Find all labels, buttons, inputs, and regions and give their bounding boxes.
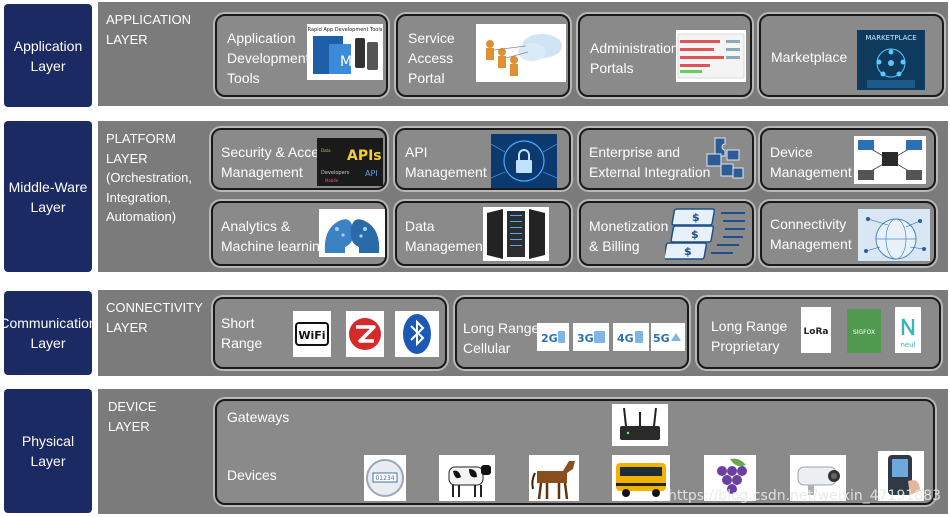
platform-layer-band: PLATFORM LAYER (Orchestration, Integrati…: [98, 121, 948, 272]
marketplace-caption: MARKETPLACE: [865, 34, 916, 42]
globe-network-image: [858, 209, 930, 261]
application-development-tools-box: Application Development Tools Rapid App …: [215, 14, 388, 97]
3g-icon: 3G: [573, 323, 609, 351]
router-image: [612, 404, 668, 446]
service-access-portal-box: Service Access Portal: [396, 14, 570, 97]
bluetooth-icon: [395, 311, 439, 357]
svg-text:LoRa: LoRa: [804, 327, 829, 337]
platform-layer-title: PLATFORM LAYER (Orchestration, Integrati…: [106, 131, 192, 224]
short-range-box: Short Range WiFi: [213, 297, 447, 369]
watermark-text: https://blog.csdn.net/weixin_47191883: [668, 488, 942, 504]
wifi-icon: WiFi: [293, 311, 331, 357]
svg-text:Developers: Developers: [321, 170, 350, 176]
5g-icon: 5G: [651, 323, 685, 351]
marketplace-image: MARKETPLACE: [857, 30, 925, 90]
administration-portals-box: Administration Portals: [578, 14, 752, 97]
api-management-box: API Management: [395, 128, 571, 190]
svg-text:$: $: [691, 228, 699, 241]
svg-text:API: API: [365, 169, 378, 178]
puzzle-image: [701, 134, 747, 186]
svg-text:5G: 5G: [653, 332, 670, 345]
meter-image: 01234: [364, 455, 406, 501]
connectivity-layer-title: CONNECTIVITY LAYER: [106, 300, 203, 335]
communication-layer-label: Communication Layer: [0, 291, 97, 375]
devices-gateways-box: Gateways Devices 01234: [215, 399, 935, 505]
device-layer-title: DEVICE LAYER: [108, 399, 157, 434]
apis-wordcloud-image: APIs Data Developers API Mobile: [317, 138, 383, 186]
lora-icon: LoRa: [801, 307, 831, 353]
devices-label: Devices: [227, 467, 277, 483]
2g-icon: 2G: [537, 323, 569, 351]
svg-text:SIGFOX: SIGFOX: [853, 329, 875, 336]
sigfox-icon: SIGFOX: [847, 309, 881, 353]
analytics-machine-learning-box: Analytics & Machine learning: [211, 201, 387, 266]
svg-text:4G: 4G: [617, 332, 634, 345]
application-layer-band: APPLICATION LAYER Application Developmen…: [98, 2, 948, 106]
svg-text:neul: neul: [900, 341, 915, 349]
long-range-proprietary-box: Long Range Proprietary LoRa SIGFOX neul: [697, 297, 941, 369]
monetization-billing-box: Monetization & Billing $$$: [579, 201, 754, 266]
neul-icon: neul: [895, 307, 921, 353]
horse-image: [529, 455, 579, 501]
lock-network-image: [491, 134, 557, 188]
svg-text:$: $: [684, 245, 692, 258]
middle-ware-layer-label: Middle-Ware Layer: [4, 121, 92, 272]
connectivity-layer-band: CONNECTIVITY LAYER Short Range WiFi Long…: [98, 290, 948, 376]
physical-layer-label: Physical Layer: [4, 389, 92, 513]
long-range-cellular-box: Long Range Cellular 2G 3G 4G 5G: [455, 297, 689, 369]
app-dev-tools-image: Rapid App Development Tools M: [307, 24, 383, 80]
svg-text:01234: 01234: [375, 475, 394, 482]
handheld-device-image: [878, 451, 924, 501]
marketplace-box: Marketplace MARKETPLACE: [759, 14, 944, 97]
svg-text:M: M: [340, 54, 352, 70]
gateways-label: Gateways: [227, 409, 290, 425]
svg-text:Mobile: Mobile: [325, 178, 339, 183]
device-layer-band: DEVICE LAYER Gateways Devices 01234: [98, 389, 948, 514]
application-layer-label: Application Layer: [4, 4, 92, 107]
svg-text:WiFi: WiFi: [298, 329, 325, 342]
4g-icon: 4G: [613, 323, 649, 351]
zigbee-icon: [346, 311, 384, 357]
connectivity-management-box: Connectivity Management: [760, 201, 936, 266]
brain-heads-image: [319, 209, 385, 257]
app-dev-tools-caption: Rapid App Development Tools: [308, 27, 383, 33]
data-management-box: Data Management: [395, 201, 571, 266]
school-bus-image: [612, 455, 670, 501]
application-layer-title: APPLICATION LAYER: [106, 12, 192, 47]
server-racks-image: [483, 207, 549, 261]
cow-image: [439, 455, 495, 501]
camera-image: [790, 455, 846, 501]
svg-text:2G: 2G: [541, 332, 558, 345]
security-access-management-box: Security & Access Management APIs Data D…: [211, 128, 387, 190]
svg-text:3G: 3G: [577, 332, 594, 345]
device-management-box: Device Management: [760, 128, 936, 190]
admin-portal-image: [676, 30, 746, 82]
dollar-bills-image: $ $ $: [665, 207, 747, 263]
svg-text:$: $: [692, 211, 700, 224]
apis-caption: APIs: [347, 148, 382, 164]
grapes-image: [704, 455, 756, 501]
enterprise-external-integration-box: Enterprise and External Integration: [579, 128, 754, 190]
service-portal-image: [476, 24, 566, 82]
device-network-image: [854, 136, 926, 184]
svg-text:Data: Data: [321, 148, 331, 153]
